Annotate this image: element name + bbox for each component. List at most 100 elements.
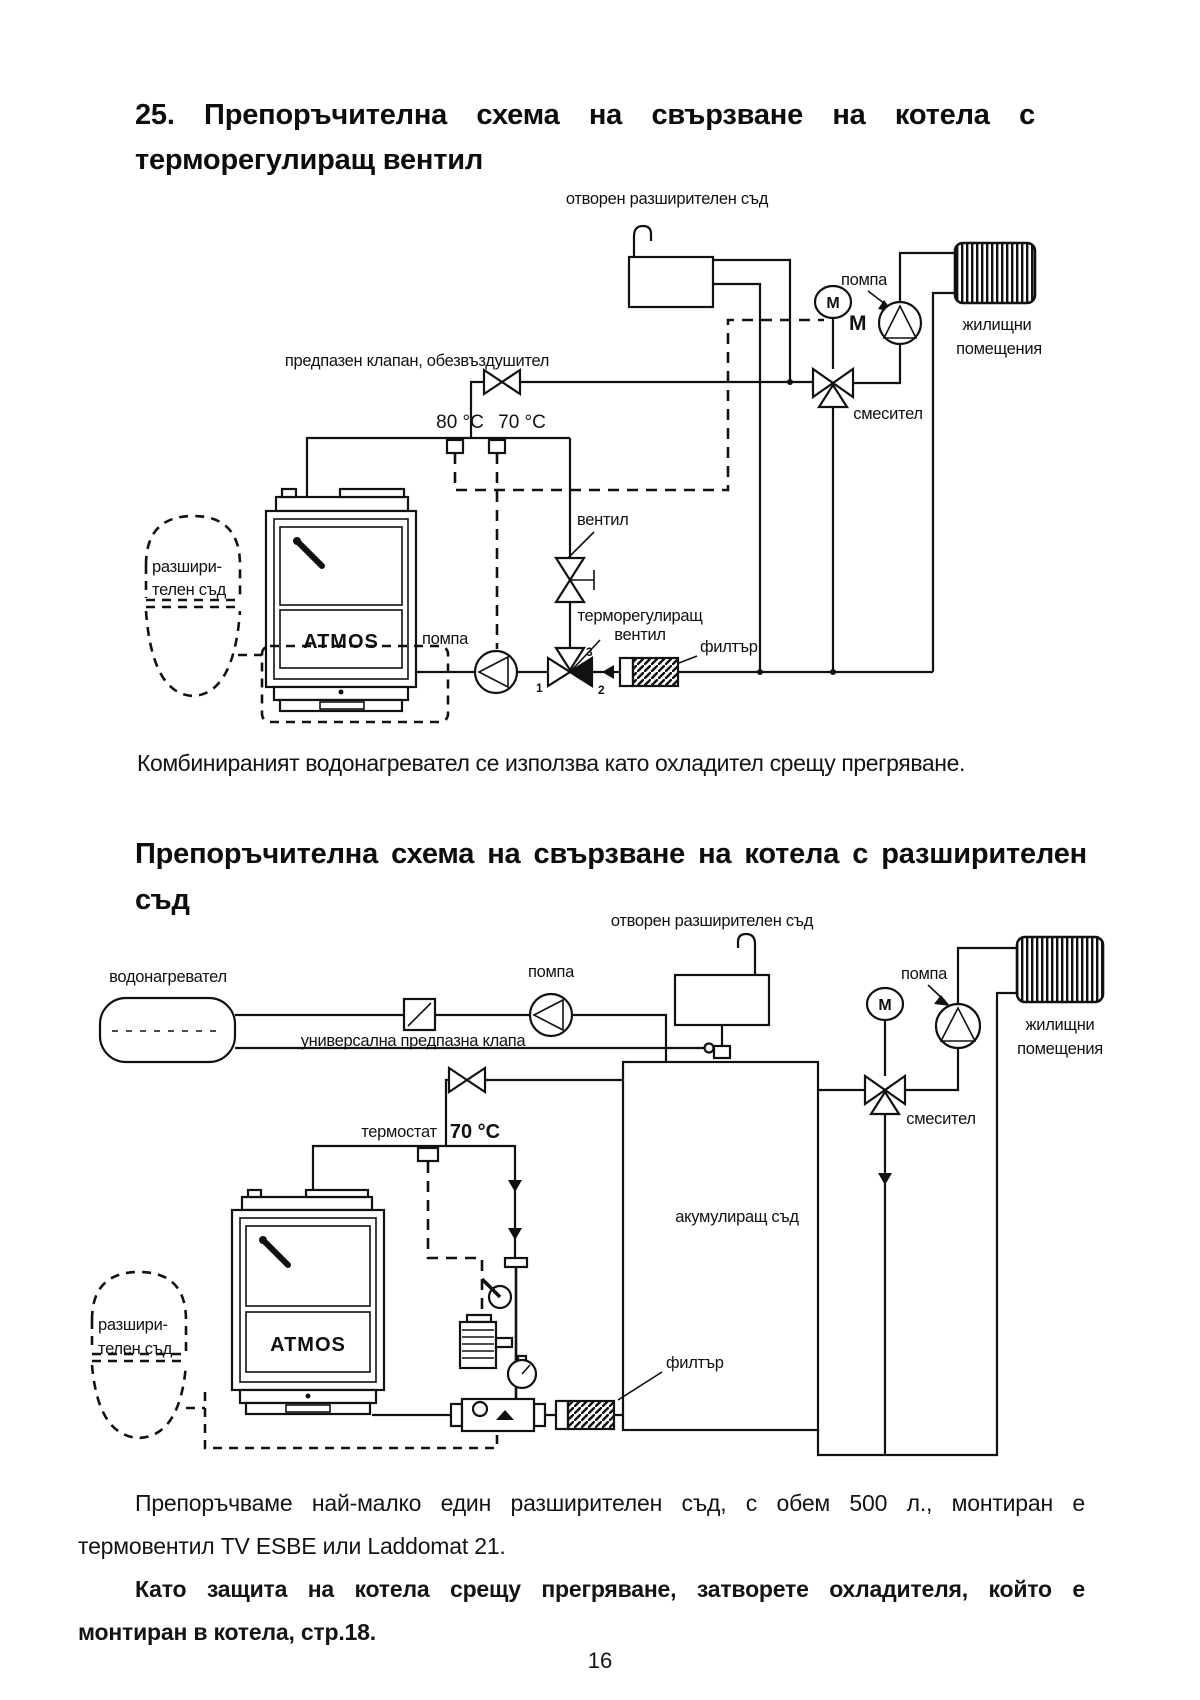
valve-label: вентил bbox=[577, 511, 628, 529]
vent-hook-pipe-2 bbox=[736, 932, 757, 975]
boiler-base bbox=[278, 698, 404, 713]
pump-leader-arrow-2 bbox=[934, 995, 950, 1006]
boiler-pump-2 bbox=[528, 992, 574, 1038]
pipe bbox=[898, 251, 955, 302]
laddomat-body bbox=[460, 1397, 536, 1433]
boiler-pump-label-1: помпа bbox=[422, 630, 469, 648]
heating-pump-label-1: помпа bbox=[841, 271, 888, 289]
control-line-laddomat bbox=[426, 1162, 484, 1316]
thermo-valve-port1 bbox=[546, 655, 573, 689]
diagram1: отворен разширителен съд 80 °C bbox=[144, 190, 1042, 724]
thermostat-label: термостат bbox=[361, 1123, 437, 1141]
laddomat-flange bbox=[503, 1256, 529, 1269]
section2-title-line2: съд bbox=[135, 884, 190, 916]
filter-label-2: филтър bbox=[666, 1354, 724, 1372]
boiler-top bbox=[274, 495, 410, 513]
pipe bbox=[931, 291, 955, 672]
rooms-label-1b: помещения bbox=[956, 340, 1042, 358]
water-heater bbox=[98, 996, 237, 1064]
mixer-label-2: смесител bbox=[906, 1110, 975, 1128]
filter-leader-2 bbox=[617, 1371, 663, 1401]
universal-valve-label: универсална предпазна клапа bbox=[301, 1032, 527, 1050]
para2-line1: Като защита на котела срещу прегряване, … bbox=[135, 1576, 1085, 1602]
boiler-atmos-2: ATMOS bbox=[230, 1188, 386, 1416]
motor-mark: М bbox=[849, 312, 867, 335]
section2-title-line1: Препоръчителна схема на свързване на кот… bbox=[135, 838, 1087, 870]
section1-title-line2: терморегулиращ вентил bbox=[135, 144, 484, 176]
pipe-junction bbox=[787, 379, 793, 385]
boiler-brand-1: ATMOS bbox=[303, 631, 379, 653]
radiator-2 bbox=[1015, 935, 1105, 1004]
temp-80-label: 80 °C bbox=[436, 412, 484, 433]
mixer-motor-letter-2: M bbox=[878, 997, 891, 1014]
mixer-valve-2 bbox=[863, 1073, 887, 1107]
door-handle-knob bbox=[293, 537, 301, 545]
pipe-junction bbox=[830, 669, 836, 675]
pipe bbox=[853, 344, 902, 385]
fill-valve bbox=[447, 1065, 469, 1095]
para1-line1: Препоръчваме най-малко един разширителен… bbox=[135, 1490, 1085, 1516]
flow-arrow-down bbox=[508, 1228, 522, 1240]
port3-label: 3 bbox=[586, 645, 593, 659]
boiler-brand-2: ATMOS bbox=[270, 1334, 346, 1356]
page-number: 16 bbox=[587, 1648, 613, 1673]
filter-symbol-1 bbox=[631, 656, 680, 688]
universal-safety-valve-diagonal bbox=[407, 1002, 432, 1027]
rooms-label-1a: жилищни bbox=[963, 316, 1032, 334]
laddomat-detail bbox=[496, 1410, 514, 1420]
laddomat-lever bbox=[480, 1277, 502, 1299]
temp-sensor-80 bbox=[445, 438, 465, 455]
pipe bbox=[235, 1013, 668, 1062]
valve-handle bbox=[570, 570, 595, 590]
temp-70-label-2: 70 °C bbox=[450, 1121, 500, 1143]
pipe bbox=[469, 380, 813, 438]
exp-label-2a: разшири- bbox=[98, 1316, 168, 1334]
pipe bbox=[713, 258, 792, 382]
exp-label-1b: телен съд bbox=[152, 581, 227, 599]
pipe bbox=[905, 946, 1017, 1092]
filter-label-1: филтър bbox=[700, 638, 758, 656]
fill-valve bbox=[465, 1065, 487, 1095]
flow-arrow bbox=[602, 665, 614, 679]
filter-leader bbox=[678, 655, 698, 664]
temp-sensor-70 bbox=[487, 438, 507, 455]
port1-label: 1 bbox=[536, 681, 543, 695]
pipe bbox=[311, 1144, 517, 1258]
boiler-body bbox=[264, 509, 418, 689]
vent-hook-pipe-1 bbox=[632, 224, 653, 257]
thermo-valve-stem bbox=[569, 639, 601, 673]
flow-arrow-down bbox=[878, 1173, 892, 1185]
section1-title-line1: 25. Препоръчителна схема на свързване на… bbox=[135, 99, 1035, 131]
pipe bbox=[305, 436, 570, 497]
exp-label-2b: телен съд bbox=[98, 1340, 173, 1358]
filter-symbol-2 bbox=[566, 1399, 616, 1431]
pipe-end-fitting bbox=[703, 1042, 715, 1054]
exp-label-1a: разшири- bbox=[152, 558, 222, 576]
boiler-flue bbox=[246, 1188, 263, 1199]
control-line-mixer bbox=[453, 318, 824, 492]
boiler-pump-label-2: помпа bbox=[528, 963, 575, 981]
door-handle bbox=[294, 538, 325, 569]
mixer-label-1: смесител bbox=[853, 405, 922, 423]
laddomat-flange bbox=[532, 1402, 547, 1428]
heating-pump-1 bbox=[877, 300, 923, 346]
filter-cap-2 bbox=[554, 1399, 570, 1431]
pipe-junction bbox=[757, 669, 763, 675]
laddomat-flange bbox=[449, 1402, 464, 1428]
thermo-valve-label-1: терморегулиращ bbox=[577, 607, 703, 625]
thermo-valve-port3 bbox=[553, 646, 587, 673]
mixer-motor-1 bbox=[813, 284, 853, 320]
open-expansion-tank-1 bbox=[627, 255, 715, 309]
boiler-lower-door bbox=[279, 609, 403, 669]
boiler-detail bbox=[305, 1393, 311, 1399]
thermo-valve-label-2: вентил bbox=[614, 626, 665, 644]
mixer-valve-2 bbox=[883, 1073, 907, 1107]
boiler-panel bbox=[273, 518, 409, 680]
tank-fitting bbox=[712, 1044, 732, 1060]
para2-line2: монтиран в котела, стр.18. bbox=[78, 1619, 376, 1645]
expansion-vessel-1 bbox=[144, 514, 242, 698]
thermo-valve-port2 bbox=[567, 655, 594, 689]
gauge-needle bbox=[521, 1364, 531, 1375]
boiler-detail bbox=[338, 689, 344, 695]
